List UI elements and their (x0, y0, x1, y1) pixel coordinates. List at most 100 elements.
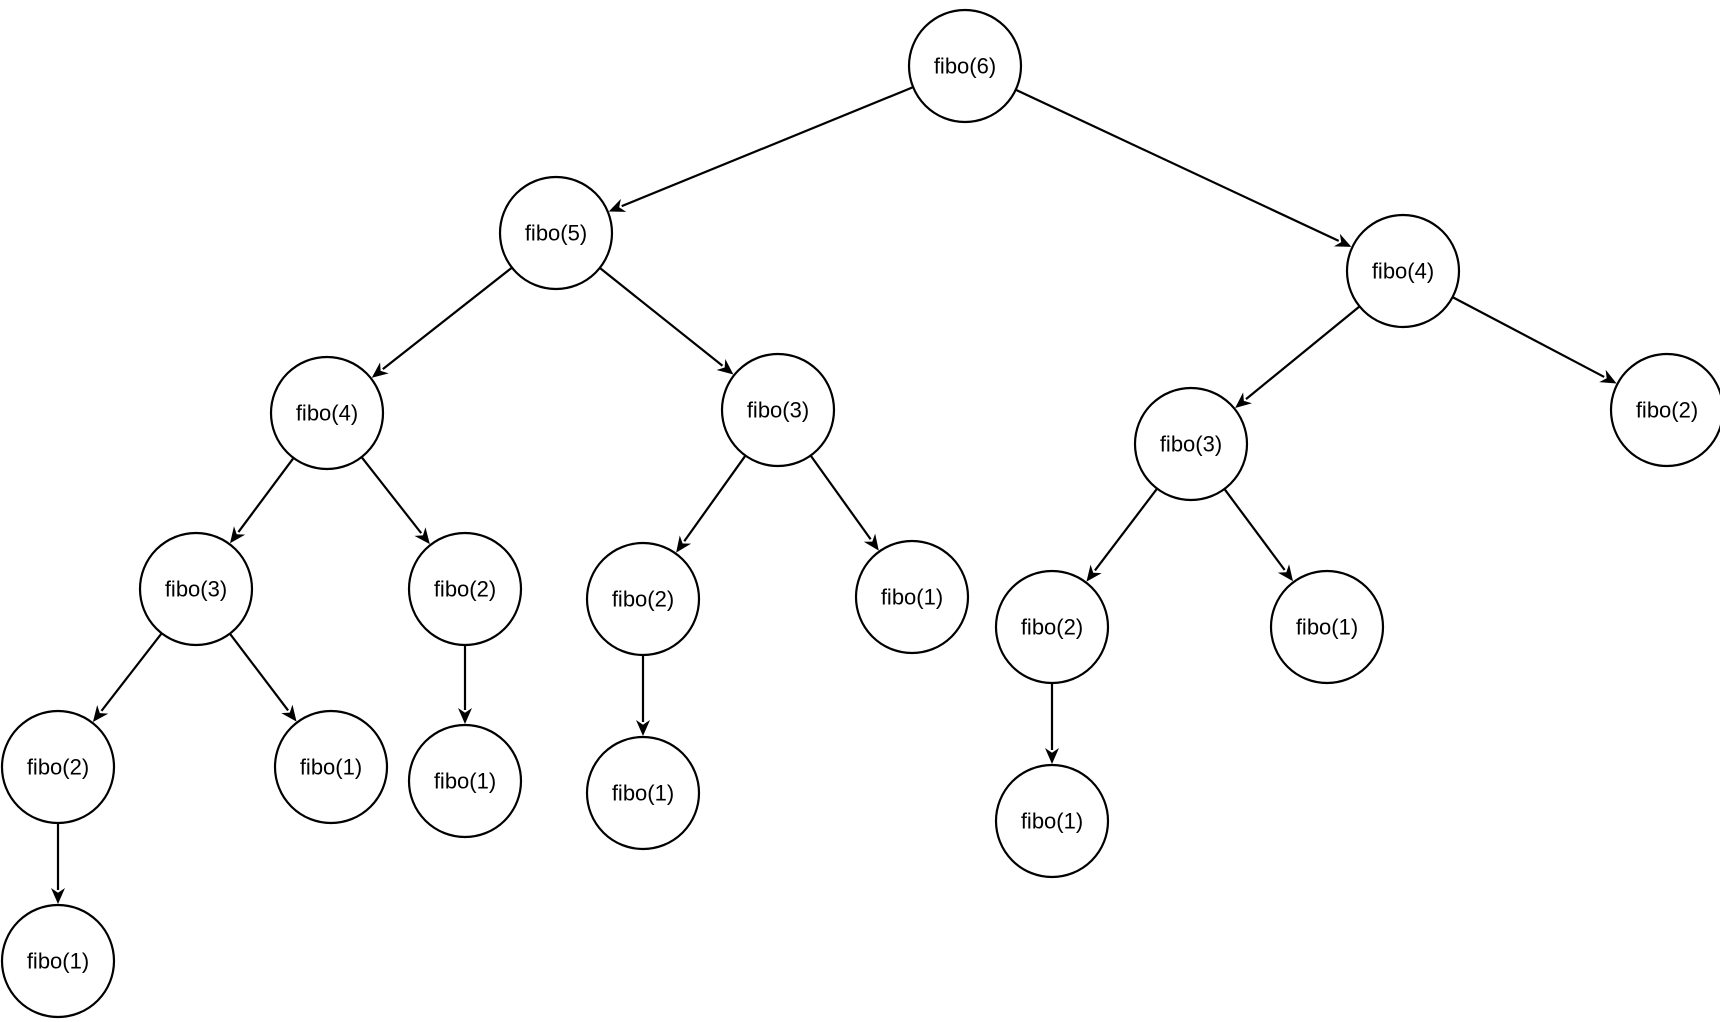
tree-node: fibo(3) (138, 531, 254, 647)
edge-arrow (1223, 488, 1294, 582)
node-circle (585, 541, 701, 657)
edge-arrow (360, 456, 430, 545)
edge-arrow (51, 823, 65, 904)
node-circle (720, 352, 836, 468)
node-label: fibo(2) (1021, 615, 1083, 640)
tree-node: fibo(4) (1345, 213, 1461, 329)
edge-arrow (1045, 683, 1059, 764)
edge-arrow (636, 655, 650, 736)
node-label: fibo(1) (27, 949, 89, 974)
edge-line (1015, 88, 1340, 242)
node-circle (407, 723, 523, 839)
arrowhead-icon (458, 708, 472, 724)
tree-node: fibo(1) (273, 709, 389, 825)
tree-node: fibo(2) (1609, 352, 1720, 468)
node-circle (994, 763, 1110, 879)
edge-arrow (1235, 305, 1361, 408)
node-circle (138, 531, 254, 647)
tree-node: fibo(1) (585, 735, 701, 851)
node-circle (1345, 213, 1461, 329)
node-label: fibo(1) (881, 585, 943, 610)
node-circle (0, 709, 116, 825)
edge-arrow (1452, 296, 1617, 384)
arrowhead-icon (608, 198, 627, 212)
node-circle (585, 735, 701, 851)
arrowhead-icon (281, 704, 297, 722)
node-label: fibo(2) (27, 755, 89, 780)
node-label: fibo(4) (1372, 259, 1434, 284)
tree-node: fibo(3) (720, 352, 836, 468)
edge-arrow (676, 454, 747, 553)
arrowhead-icon (230, 526, 246, 544)
node-label: fibo(2) (434, 577, 496, 602)
tree-node: fibo(1) (854, 539, 970, 655)
node-circle (1609, 352, 1720, 468)
edge-line (599, 267, 724, 367)
node-circle (1269, 569, 1385, 685)
edge-arrow (809, 454, 879, 551)
arrowhead-icon (716, 359, 734, 375)
node-circle (907, 8, 1023, 124)
nodes-layer: fibo(6)fibo(5)fibo(4)fibo(4)fibo(3)fibo(… (0, 8, 1720, 1019)
node-label: fibo(3) (747, 398, 809, 423)
tree-node: fibo(2) (994, 569, 1110, 685)
node-label: fibo(6) (934, 54, 996, 79)
node-label: fibo(1) (434, 769, 496, 794)
edge-arrow (92, 632, 163, 722)
tree-node: fibo(1) (407, 723, 523, 839)
node-label: fibo(4) (296, 401, 358, 426)
tree-node: fibo(1) (994, 763, 1110, 879)
edge-arrow (371, 266, 513, 378)
arrowhead-icon (1086, 564, 1102, 582)
node-circle (854, 539, 970, 655)
edge-line (360, 456, 423, 534)
arrowhead-icon (636, 720, 650, 736)
node-circle (269, 355, 385, 471)
node-label: fibo(1) (1296, 615, 1358, 640)
edge-arrow (599, 267, 734, 375)
node-label: fibo(3) (1160, 432, 1222, 457)
edges-layer (51, 86, 1617, 904)
arrowhead-icon (414, 527, 430, 545)
arrowhead-icon (1333, 233, 1352, 247)
edge-line (237, 457, 295, 533)
tree-node: fibo(1) (0, 903, 116, 1019)
arrowhead-icon (1235, 392, 1252, 408)
tree-node: fibo(1) (1269, 569, 1385, 685)
node-circle (273, 709, 389, 825)
arrowhead-icon (863, 533, 879, 551)
arrowhead-icon (92, 705, 109, 722)
edge-arrow (458, 645, 472, 724)
tree-node: fibo(3) (1133, 386, 1249, 502)
edge-arrow (228, 632, 297, 722)
edge-line (809, 454, 872, 540)
edge-line (100, 632, 163, 712)
edge-arrow (1015, 88, 1352, 247)
node-label: fibo(5) (525, 221, 587, 246)
node-circle (994, 569, 1110, 685)
tree-node: fibo(6) (907, 8, 1023, 124)
edge-arrow (1086, 487, 1159, 582)
node-label: fibo(2) (612, 587, 674, 612)
edge-line (1452, 296, 1605, 378)
node-circle (0, 903, 116, 1019)
tree-node: fibo(2) (407, 531, 523, 647)
tree-node: fibo(4) (269, 355, 385, 471)
node-circle (1133, 386, 1249, 502)
arrowhead-icon (1599, 369, 1617, 384)
arrowhead-icon (371, 362, 389, 378)
edge-arrow (230, 457, 295, 544)
edge-line (1223, 488, 1286, 571)
edge-line (621, 86, 914, 208)
node-circle (407, 531, 523, 647)
tree-node: fibo(5) (498, 175, 614, 291)
edge-line (382, 266, 513, 370)
arrowhead-icon (1045, 748, 1059, 764)
node-label: fibo(1) (1021, 809, 1083, 834)
tree-node: fibo(2) (585, 541, 701, 657)
arrowhead-icon (51, 888, 65, 904)
edge-arrow (608, 86, 914, 212)
arrowhead-icon (676, 535, 692, 553)
node-label: fibo(1) (612, 781, 674, 806)
